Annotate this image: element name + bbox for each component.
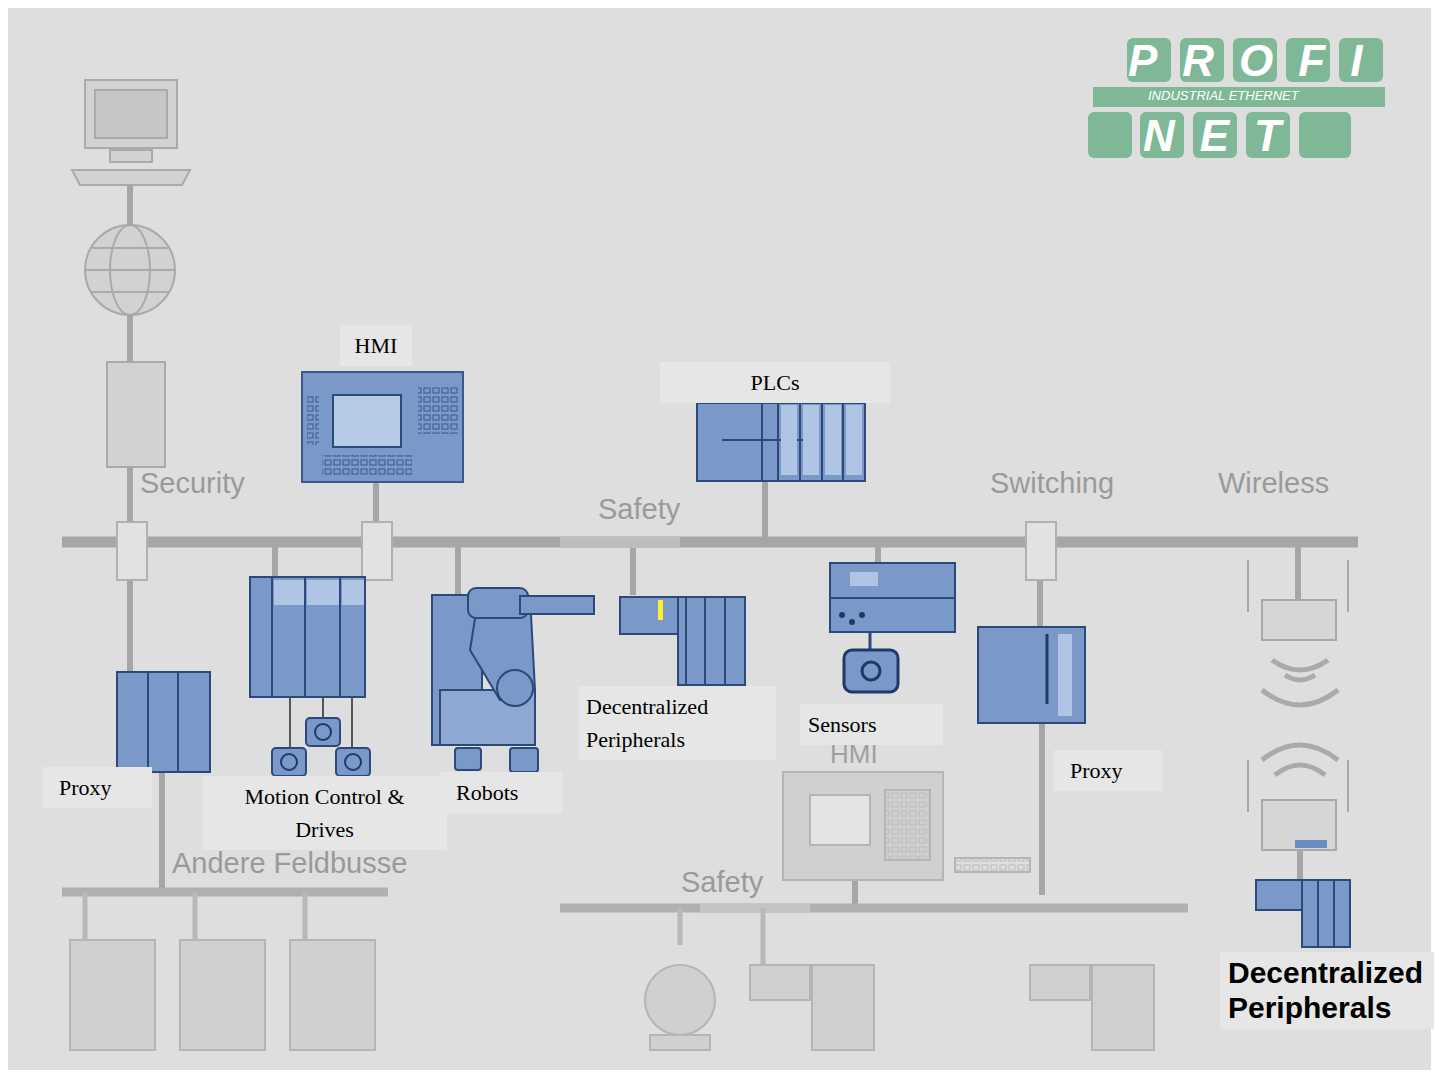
logo-text: NET: [1143, 112, 1306, 160]
device-label: Decentralized Peripherals: [1228, 956, 1426, 1025]
label-patch: Proxy: [43, 767, 152, 808]
device-label: PLCs: [664, 366, 886, 399]
label-patch: HMI: [340, 325, 412, 366]
logo-text: INDUSTRIAL ETHERNET: [1148, 89, 1299, 103]
logo-text: PROFI: [1128, 37, 1387, 85]
device-label: Decentralized Peripherals: [586, 690, 768, 756]
label-patch: Decentralized Peripherals: [578, 686, 776, 760]
device-label: Robots: [456, 776, 546, 809]
section-label: Wireless: [1218, 468, 1329, 500]
device-label: Motion Control & Drives: [242, 780, 407, 846]
device-label: Sensors: [808, 708, 935, 741]
section-label: Safety: [598, 494, 680, 526]
label-patch: Proxy: [1054, 750, 1162, 791]
label-patch: Motion Control & Drives: [202, 776, 447, 850]
label-patch: Sensors: [800, 704, 943, 745]
section-label: HMI: [830, 740, 878, 769]
section-label: Security: [140, 468, 245, 500]
device-label: Proxy: [1070, 754, 1146, 787]
label-patch: PLCs: [660, 362, 890, 403]
device-label: Proxy: [59, 771, 136, 804]
section-label: Andere Feldbusse: [172, 848, 407, 880]
label-patch: Robots: [440, 772, 562, 813]
section-label: Switching: [990, 468, 1114, 500]
device-label: HMI: [344, 329, 408, 362]
label-patch: Decentralized Peripherals: [1220, 952, 1434, 1029]
section-label: Safety: [681, 867, 763, 899]
